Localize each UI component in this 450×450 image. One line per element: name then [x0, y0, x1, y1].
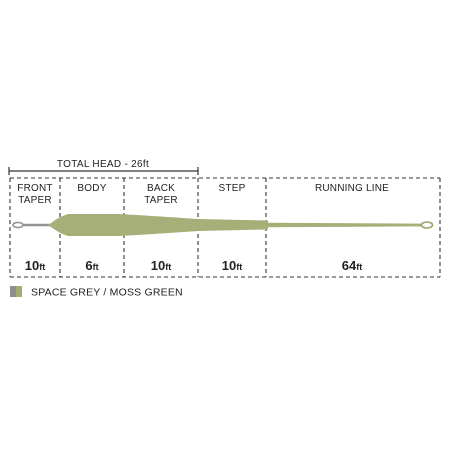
rear-loop	[420, 221, 434, 229]
running-line-label: RUNNING LINE	[315, 183, 389, 194]
front-taper-label-line2: TAPER	[18, 195, 52, 206]
front-loop	[12, 221, 24, 229]
step-label: STEP	[219, 183, 246, 194]
front-taper-label-line1: FRONT	[17, 183, 52, 194]
legend-label: SPACE GREY / MOSS GREEN	[31, 287, 183, 299]
back-taper-length: 10ft	[151, 258, 171, 273]
legend-swatch-grey	[10, 286, 16, 297]
running-line-length: 64ft	[342, 258, 362, 273]
body-label: BODY	[77, 183, 106, 194]
total-head-bracket: TOTAL HEAD - 26ft	[8, 159, 199, 175]
segment-labels: FRONT TAPER BODY BACK TAPER STEP RUNNING…	[17, 183, 389, 206]
segment-lengths: 10ft 6ft 10ft 10ft 64ft	[25, 258, 362, 273]
line-head-body	[48, 214, 268, 236]
back-taper-label-line1: BACK	[147, 183, 175, 194]
total-head-label: TOTAL HEAD - 26ft	[57, 159, 149, 170]
legend-swatch-green	[16, 286, 22, 297]
fly-line-profile	[12, 214, 434, 236]
back-taper-label-line2: TAPER	[144, 195, 178, 206]
running-line	[268, 222, 421, 228]
color-legend: SPACE GREY / MOSS GREEN	[10, 286, 183, 299]
step-length: 10ft	[222, 258, 242, 273]
front-taper-length: 10ft	[25, 258, 45, 273]
body-length: 6ft	[85, 258, 98, 273]
